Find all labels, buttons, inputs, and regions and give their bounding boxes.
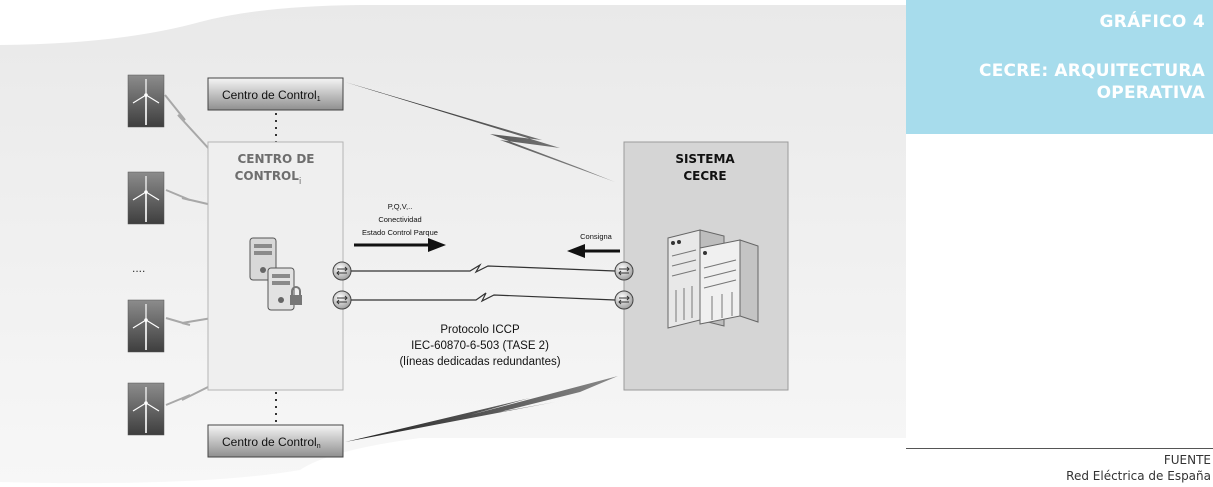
svg-text:CONTROLi: CONTROLi [235,169,302,187]
router-icon [614,261,634,281]
source-divider [906,448,1213,449]
figure-title-line1: CECRE: ARQUITECTURA [979,61,1205,81]
control-center-1-subscript: 1 [317,96,321,103]
control-center-n: Centro de Controln [207,424,344,458]
source-label: FUENTE [1163,453,1211,467]
protocol-label-2: IEC-60870-6-503 (TASE 2) [411,340,549,352]
control-center-i: CENTRO DE CONTROLi [207,141,344,391]
router-icon [614,290,634,310]
figure-title-line2: OPERATIVA [1096,83,1205,103]
consigna-label: Consigna [580,232,613,241]
control-center-n-subscript: n [317,443,321,450]
server-rack-icon [667,229,759,329]
svg-text:Centro de Control1: Centro de Control1 [222,88,321,103]
outbound-label-2: Conectividad [378,215,421,224]
wind-turbine-icon [127,74,165,128]
control-center-i-line1: CENTRO DE [237,152,314,166]
dedicated-line-upper [351,263,616,274]
turbine-link-bolts [164,94,213,406]
source-name: Red Eléctrica de España [1066,469,1211,483]
cecre-line2: CECRE [683,169,726,183]
cecre-line1: SISTEMA [675,152,735,166]
figure-label: GRÁFICO 4 [1099,12,1205,32]
figure-title: CECRE: ARQUITECTURA OPERATIVA [916,60,1205,104]
wind-turbine-icon [127,299,165,353]
protocol-label-3: (líneas dedicadas redundantes) [399,356,560,368]
control-center-n-label: Centro de Control [222,435,317,449]
dedicated-line-lower [351,292,616,303]
svg-text:Centro de Controln: Centro de Controln [222,435,321,450]
outbound-data-arrow [354,238,446,252]
protocol-label-1: Protocolo ICCP [440,324,520,336]
wind-turbine-icon [127,382,165,436]
wind-turbine-icon [127,171,165,225]
router-icon [332,290,352,310]
router-icon [332,261,352,281]
outbound-label-3: Estado Control Parque [362,228,438,237]
control-center-i-line2: CONTROL [235,169,300,183]
server-icon [267,267,295,311]
control-center-i-subscript: i [299,177,302,187]
consigna-arrow [567,244,620,258]
control-center-1: Centro de Control1 [207,77,344,111]
figure-header: GRÁFICO 4 CECRE: ARQUITECTURA OPERATIVA [906,0,1213,134]
link-bolt-cc1-to-cecre [345,82,615,182]
outbound-label-1: P,Q,V,.. [388,202,413,211]
turbine-ellipsis: .... [132,261,145,275]
control-center-1-label: Centro de Control [222,88,317,102]
cecre-architecture-diagram: .... Centro de Control1 CENTRO DE CONTRO… [0,5,906,484]
cecre-system: SISTEMA CECRE [623,141,789,391]
lock-icon [290,286,302,305]
